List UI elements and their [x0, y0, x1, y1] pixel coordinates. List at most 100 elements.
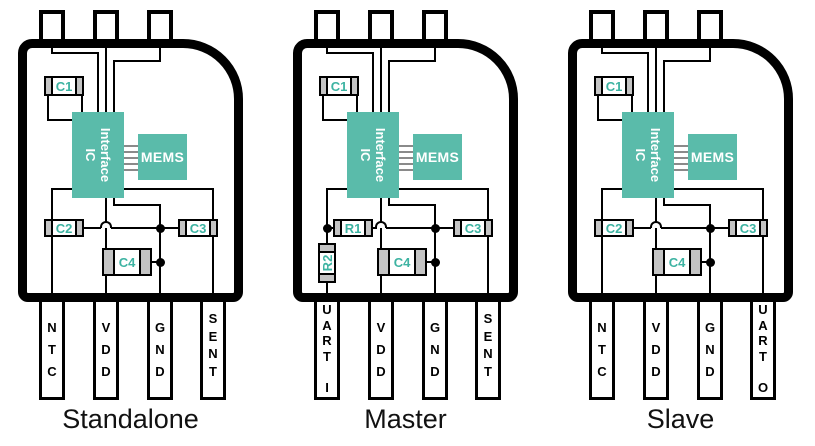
wire-segment [602, 188, 622, 190]
pin-label-char: G [429, 320, 441, 335]
pin-label-char: D [101, 342, 111, 357]
wire-segment [388, 60, 436, 62]
pin-label-char: D [155, 364, 165, 379]
ic-mems-bus-line [124, 157, 138, 159]
interface-ic-label-line2: IC [633, 148, 648, 162]
component-c1: C1 [319, 76, 359, 96]
junction-dot [156, 258, 165, 267]
pin-label-char: A [322, 317, 332, 333]
component-c2: C2 [594, 219, 634, 237]
ic-mems-bus-line [674, 157, 688, 159]
ic-mems-bus-line [674, 169, 688, 171]
component-c3: C3 [728, 219, 768, 237]
component-label: C4 [118, 254, 136, 270]
pin-label-char: U [758, 302, 768, 317]
wire-segment [124, 188, 214, 190]
wire-segment [434, 44, 436, 62]
component-c2: C2 [44, 219, 84, 237]
wire-segment [601, 52, 649, 54]
pin-label-char: S [208, 311, 218, 326]
wire-segment [647, 52, 649, 113]
pin-label-char [317, 364, 337, 380]
wire-segment [762, 188, 764, 298]
wire-segment [661, 227, 728, 229]
pin-label-char: D [376, 364, 386, 379]
mems-block: MEMS [688, 134, 737, 180]
pin-label-char: N [483, 346, 493, 361]
pin-label-char: N [208, 346, 218, 361]
component-label: C1 [55, 78, 73, 94]
pin-label-char: N [47, 320, 57, 335]
wire-segment [663, 60, 711, 62]
pin-label-char: S [483, 311, 493, 326]
ic-mems-bus-line [674, 151, 688, 153]
pin-label-char: A [758, 317, 768, 333]
ic-mems-bus-line [674, 163, 688, 165]
component-label: C3 [739, 220, 757, 236]
mems-block: MEMS [413, 134, 462, 180]
mems-block: MEMS [138, 134, 187, 180]
wire-segment [597, 96, 599, 121]
wire-segment [113, 60, 115, 113]
pin-label-char: V [651, 320, 661, 335]
wire-segment [663, 60, 665, 113]
pin-label-char: G [704, 320, 716, 335]
junction-dot [706, 258, 715, 267]
interface-ic-label-line1: Interface [373, 127, 388, 183]
component-label: R2 [319, 254, 335, 272]
wire-segment [634, 227, 651, 229]
pin-label-char: D [651, 342, 661, 357]
pin-label-char: D [651, 364, 661, 379]
junction-dot [156, 224, 165, 233]
wire-segment [631, 96, 633, 113]
component-label: C1 [330, 78, 348, 94]
wire-jump [100, 221, 112, 228]
ic-mems-bus-line [399, 145, 413, 147]
wire-segment [388, 204, 436, 206]
pin-label-char: C [47, 364, 57, 379]
mems-label: MEMS [140, 149, 185, 165]
wire-segment [597, 119, 624, 121]
component-label: C4 [668, 254, 686, 270]
ic-mems-bus-line [399, 157, 413, 159]
component-c3: C3 [178, 219, 218, 237]
wire-segment [113, 198, 115, 206]
junction-dot [431, 224, 440, 233]
interface-ic-label-line1: Interface [648, 127, 663, 183]
wire-segment [212, 188, 214, 298]
wire-segment [663, 204, 711, 206]
component-terminal [453, 219, 462, 237]
component-terminal [484, 219, 493, 237]
component-label: C2 [605, 220, 623, 236]
wire-segment [322, 96, 324, 121]
wire-segment [47, 96, 49, 121]
pin-label-char: U [322, 302, 332, 317]
pin-label-char [753, 364, 773, 380]
component-label: C3 [464, 220, 482, 236]
component-terminal [759, 219, 768, 237]
wire-segment [487, 188, 489, 298]
wire-segment [386, 227, 453, 229]
diagram-caption: Master [364, 404, 447, 434]
component-terminal [139, 248, 152, 276]
interface-ic-label-line2: IC [358, 148, 373, 162]
